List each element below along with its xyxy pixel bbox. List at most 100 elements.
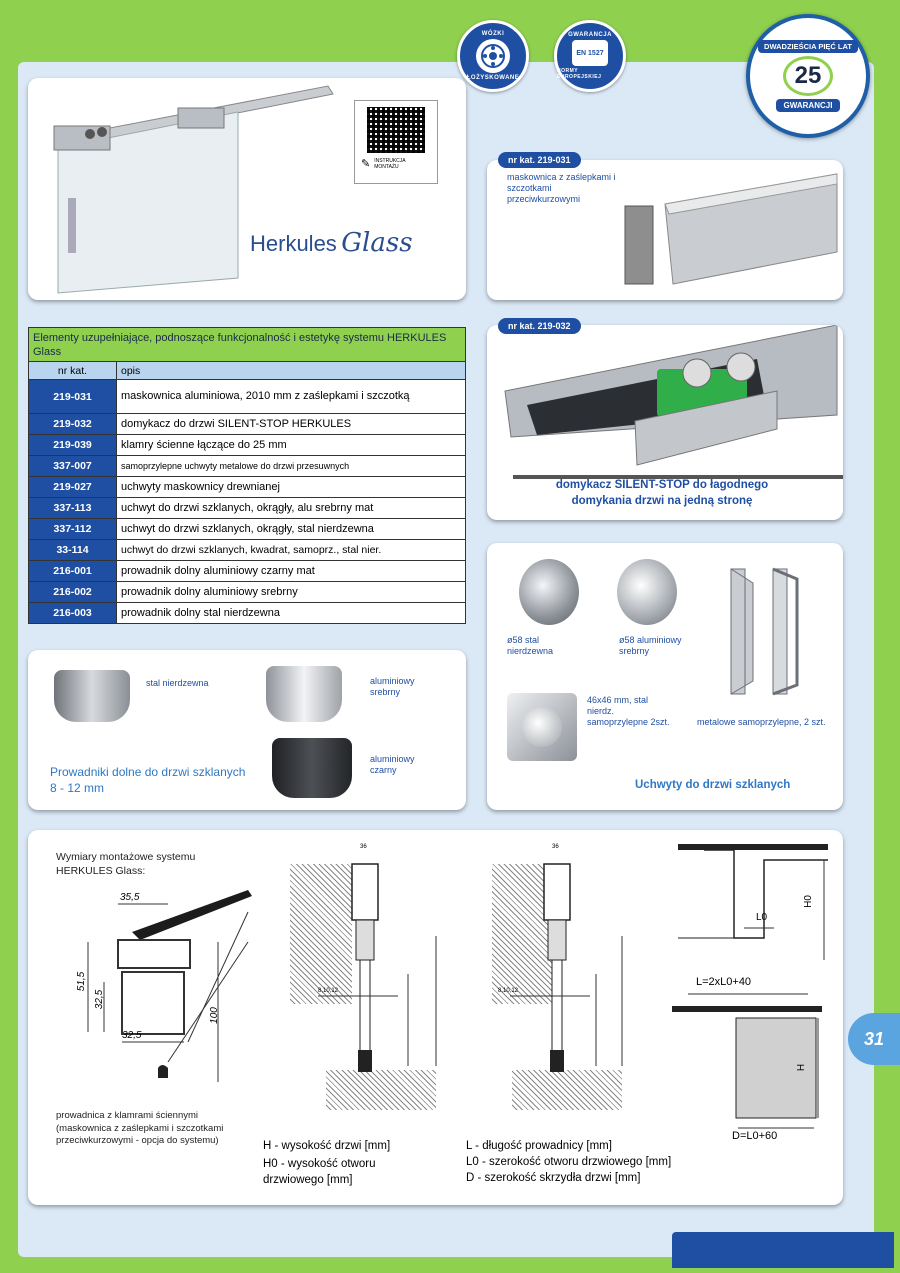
row-desc: prowadnik dolny aluminiowy srebrny	[116, 581, 466, 603]
dim-32-5-horizontal: 32,5	[122, 1030, 142, 1041]
row-desc: prowadnik dolny stal nierdzewna	[116, 602, 466, 624]
silent-stop-illustration	[504, 325, 843, 479]
caption-219-032: domykacz SILENT-STOP do łagodnego domyka…	[555, 479, 769, 507]
row-code: 33-114	[28, 539, 117, 561]
col-desc: opis	[116, 361, 466, 380]
edit-icon: ✎	[361, 158, 371, 170]
tag-219-031: nr kat. 219-031	[498, 152, 581, 168]
formula-d: D=L0+60	[732, 1130, 778, 1142]
guide-black-label: aluminiowy czarny	[370, 754, 415, 775]
row-desc: uchwyt do drzwi szklanych, okrągły, alu …	[116, 497, 466, 519]
desc-219-031: maskownica z zaślepkami i szczotkami prz…	[507, 172, 616, 204]
guide-steel-image	[54, 670, 130, 722]
badge-25-number: 25	[783, 56, 833, 96]
page-number: 31	[848, 1013, 900, 1065]
guide-silver-label: aluminiowy srebrny	[370, 676, 415, 697]
hero-card: ✎ INSTRUKCJA MONTAŻU Herkules Glass	[28, 78, 466, 300]
row-desc: maskownica aluminiowa, 2010 mm z zaślepk…	[116, 379, 466, 414]
row-code: 216-001	[28, 560, 117, 582]
badge-wozki: WÓZKI ŁOŻYSKOWANE	[457, 20, 529, 92]
row-code: 219-039	[28, 434, 117, 456]
handle-square-image	[507, 693, 577, 761]
dim-8-10-12-a: 8,10,12	[318, 988, 339, 994]
row-desc: klamry ścienne łączące do 25 mm	[116, 434, 466, 456]
row-desc: uchwyty maskownicy drewnianej	[116, 476, 466, 498]
opening-drawing-top	[678, 844, 828, 960]
tag-219-032: nr kat. 219-032	[498, 318, 581, 334]
row-desc: uchwyt do drzwi szklanych, kwadrat, samo…	[116, 539, 466, 561]
badge-25-bottom: GWARANCJI	[775, 99, 841, 112]
legend-l0: L0 - szerokość otworu drzwiowego [mm]	[466, 1156, 672, 1168]
table-title: Elementy uzupełniające, podnoszące funkc…	[28, 327, 466, 362]
badge-wozki-top: WÓZKI	[481, 31, 505, 37]
badge-gwarancja-bottom: NORMY EUROPEJSKIEJ	[557, 68, 602, 80]
legend-h0: H0 - wysokość otworu drzwiowego [mm]	[263, 1158, 376, 1186]
floor-hatch-2	[512, 1070, 622, 1110]
dim-36-a: 36	[360, 844, 367, 850]
floor-hatch-1	[326, 1070, 436, 1110]
handle-metal-label: metalowe samoprzylepne, 2 szt.	[697, 717, 826, 727]
card-219-031: maskownica z zaślepkami i szczotkami prz…	[487, 160, 843, 300]
dim-8-10-12-b: 8,10,12	[498, 988, 519, 994]
row-desc: samoprzylepne uchwyty metalowe do drzwi …	[116, 455, 466, 477]
badge-gwarancja-top: GWARANCJA	[568, 32, 612, 38]
dim-51-5: 51,5	[76, 971, 88, 992]
row-code: 216-002	[28, 581, 117, 603]
handles-card: ø58 stal nierdzewna ø58 aluminiowy srebr…	[487, 543, 843, 810]
footer-bar	[672, 1232, 894, 1268]
handle-steel-round-image	[519, 559, 579, 625]
guide-black-image	[272, 738, 352, 798]
qr-caption: INSTRUKCJA MONTAŻU	[374, 157, 406, 170]
guide-silver-image	[266, 666, 342, 722]
row-desc: uchwyt do drzwi szklanych, okrągły, stal…	[116, 518, 466, 540]
dim-35-5: 35,5	[120, 892, 140, 903]
row-code: 337-112	[28, 518, 117, 540]
wall-hatch-left-1	[290, 864, 352, 1004]
badge-gwarancja-center: EN 1527	[572, 40, 608, 66]
col-code: nr kat.	[28, 361, 117, 380]
cover-profile-illustration	[624, 173, 838, 285]
section-drawing-1	[318, 863, 437, 1072]
row-desc: prowadnik dolny aluminiowy czarny mat	[116, 560, 466, 582]
dimensions-caption: prowadnica z klamrami ściennymi (maskown…	[56, 1110, 224, 1146]
row-desc: domykacz do drzwi SILENT-STOP HERKULES	[116, 413, 466, 435]
sliding-door-illustration	[53, 85, 334, 294]
rail-profile-drawing	[87, 890, 252, 1082]
legend-d: D - szerokość skrzydła drzwi [mm]	[466, 1172, 641, 1184]
row-code: 337-113	[28, 497, 117, 519]
legend-h: H - wysokość drzwi [mm]	[263, 1140, 391, 1152]
handle-alu-round-image	[617, 559, 677, 625]
qr-code[interactable]: ✎ INSTRUKCJA MONTAŻU	[354, 100, 438, 184]
parts-table: Elementy uzupełniające, podnoszące funkc…	[28, 327, 466, 624]
dimensions-card: Wymiary montażowe systemu HERKULES Glass…	[28, 830, 843, 1205]
dimensions-title: Wymiary montażowe systemu HERKULES Glass…	[56, 851, 196, 877]
handles-title: Uchwyty do drzwi szklanych	[635, 779, 791, 791]
floor-guides-card: stal nierdzewna aluminiowy srebrny alumi…	[28, 650, 466, 810]
handle-metal-bar-image	[730, 567, 799, 696]
brand-logo: Herkules Glass	[250, 228, 413, 258]
guides-title: Prowadniki dolne do drzwi szklanych 8 - …	[50, 765, 246, 795]
badge-25-top: DWADZIEŚCIA PIĘĆ LAT	[758, 40, 858, 53]
row-code: 219-032	[28, 413, 117, 435]
formula-l: L=2xL0+40	[696, 976, 752, 988]
bearing-icon	[476, 39, 510, 73]
row-code: 337-007	[28, 455, 117, 477]
badge-25-years: DWADZIEŚCIA PIĘĆ LAT 25 GWARANCJI	[746, 14, 870, 138]
dim-32-5-vertical: 32,5	[94, 989, 106, 1010]
row-code: 219-027	[28, 476, 117, 498]
row-code: 219-031	[28, 379, 117, 414]
dim-36-b: 36	[552, 844, 559, 850]
legend-l: L - długość prowadnicy [mm]	[466, 1140, 612, 1152]
handle-alu-round-label: ø58 aluminiowy srebrny	[619, 635, 682, 656]
badge-wozki-bottom: ŁOŻYSKOWANE	[466, 75, 520, 81]
